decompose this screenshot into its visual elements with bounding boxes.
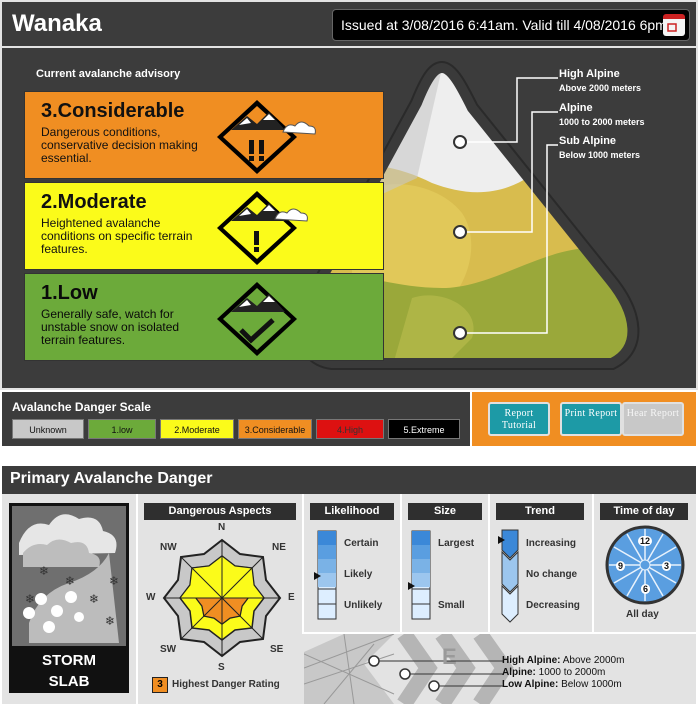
clock-6: 6: [641, 584, 651, 594]
zone-alpine-name: Alpine: [559, 102, 593, 114]
clock-icon: [605, 525, 685, 605]
issued-box: Issued at 3/08/2016 6:41am. Valid till 4…: [332, 9, 690, 41]
time-heading: Time of day: [600, 503, 688, 520]
likelihood-certain: Certain: [344, 538, 379, 549]
svg-text:❄: ❄: [105, 614, 115, 628]
elevation-high-alpine: High Alpine: Above 2000m: [502, 655, 625, 666]
elevation-low-alpine: Low Alpine: Below 1000m: [502, 679, 622, 690]
scale-unknown: Unknown: [12, 419, 84, 439]
svg-text:❄: ❄: [65, 574, 75, 588]
level-considerable: 3.Considerable Dangerous conditions, con…: [24, 91, 384, 179]
divider: [400, 494, 402, 634]
size-heading: Size: [408, 503, 482, 520]
problem-type-line2: SLAB: [48, 673, 90, 690]
header-bar: Wanaka Issued at 3/08/2016 6:41am. Valid…: [2, 2, 696, 46]
aspect-se: SE: [270, 644, 284, 655]
elevation-alpine: Alpine: 1000 to 2000m: [502, 667, 606, 678]
aspect-nw: NW: [160, 542, 177, 553]
time-label: All day: [626, 609, 659, 620]
aspect-w: W: [146, 592, 156, 603]
divider: [302, 494, 304, 634]
zone-alpine-range: 1000 to 2000 meters: [559, 117, 645, 127]
trend-no-change: No change: [526, 569, 578, 580]
calendar-icon[interactable]: [663, 14, 685, 36]
level-moderate: 2.Moderate Heightened avalanche conditio…: [24, 182, 384, 270]
low-danger-icon: [217, 282, 297, 356]
level-description: Heightened avalanche conditions on speci…: [41, 216, 193, 256]
aspect-sw: SW: [160, 644, 177, 655]
divider: [302, 632, 696, 634]
page-title: Wanaka: [12, 10, 102, 37]
highest-rating-badge: 3: [152, 677, 168, 693]
level-description: Dangerous conditions, conservative decis…: [41, 125, 198, 165]
primary-danger-title: Primary Avalanche Danger: [10, 470, 213, 487]
clock-3: 3: [662, 561, 672, 571]
svg-text:❄: ❄: [109, 574, 119, 588]
print-report-button[interactable]: Print Report: [560, 402, 622, 436]
trend-increasing: Increasing: [526, 538, 577, 549]
scale-low: 1.low: [88, 419, 156, 439]
size-largest: Largest: [438, 538, 475, 549]
elevation-graphic: [304, 634, 696, 704]
issued-text: Issued at 3/08/2016 6:41am. Valid till 4…: [341, 17, 667, 33]
aspect-rose: [162, 538, 282, 658]
likelihood-likely: Likely: [344, 569, 373, 580]
aspect-s: S: [218, 662, 225, 673]
clock-9: 9: [616, 561, 626, 571]
divider: [592, 494, 594, 634]
aspects-heading: Dangerous Aspects: [144, 503, 296, 520]
scale-moderate: 2.Moderate: [160, 419, 234, 439]
zone-high-alpine-name: High Alpine: [559, 68, 620, 80]
size-meter: [408, 530, 431, 620]
scale-extreme: 5.Extreme: [388, 419, 460, 439]
level-name: 2.Moderate: [41, 191, 147, 213]
trend-decreasing: Decreasing: [526, 600, 580, 611]
divider: [136, 494, 138, 704]
scale-considerable: 3.Considerable: [238, 419, 312, 439]
trend-heading: Trend: [496, 503, 584, 520]
divider: [488, 494, 490, 634]
zone-high-alpine-range: Above 2000 meters: [559, 83, 642, 93]
aspect-e: E: [288, 592, 295, 603]
considerable-danger-icon: [217, 100, 316, 174]
scale-high: 4.High: [316, 419, 384, 439]
advisory-panel: Current avalanche advisory High Alpine A…: [2, 48, 696, 388]
aspect-ne: NE: [272, 542, 286, 553]
zone-sub-alpine-range: Below 1000 meters: [559, 150, 641, 160]
primary-danger-bar: Primary Avalanche Danger: [2, 466, 696, 494]
level-low: 1.Low Generally safe, watch for unstable…: [24, 273, 384, 361]
level-description: Generally safe, watch for unstable snow …: [41, 307, 180, 347]
highest-rating-label: Highest Danger Rating: [172, 679, 280, 690]
danger-scale-bar: Avalanche Danger Scale Unknown 1.low 2.M…: [2, 392, 470, 446]
report-tutorial-button[interactable]: Report Tutorial: [488, 402, 550, 436]
level-name: 3.Considerable: [41, 100, 185, 122]
likelihood-meter: [314, 530, 337, 620]
report-bar: Report Tutorial Print Report Hear Report: [472, 392, 696, 446]
clock-12: 12: [638, 536, 653, 546]
advisory-heading: Current avalanche advisory: [36, 68, 181, 80]
size-small: Small: [438, 600, 465, 611]
elevation-letter: E: [442, 644, 457, 669]
problem-type-line1: STORM: [42, 652, 96, 669]
trend-meter: [498, 529, 519, 623]
svg-text:❄: ❄: [25, 592, 35, 606]
likelihood-heading: Likelihood: [310, 503, 394, 520]
aspect-n: N: [218, 522, 226, 533]
zone-sub-alpine-name: Sub Alpine: [559, 135, 617, 147]
likelihood-unlikely: Unlikely: [344, 600, 383, 611]
moderate-danger-icon: [217, 191, 308, 265]
hear-report-button[interactable]: Hear Report: [622, 402, 684, 436]
danger-scale-title: Avalanche Danger Scale: [12, 400, 151, 414]
svg-text:❄: ❄: [39, 564, 49, 578]
level-name: 1.Low: [41, 282, 98, 304]
storm-slab-image: ❄ ❄ ❄ ❄ ❄ ❄ STORM SLAB: [9, 503, 129, 693]
svg-text:❄: ❄: [89, 592, 99, 606]
